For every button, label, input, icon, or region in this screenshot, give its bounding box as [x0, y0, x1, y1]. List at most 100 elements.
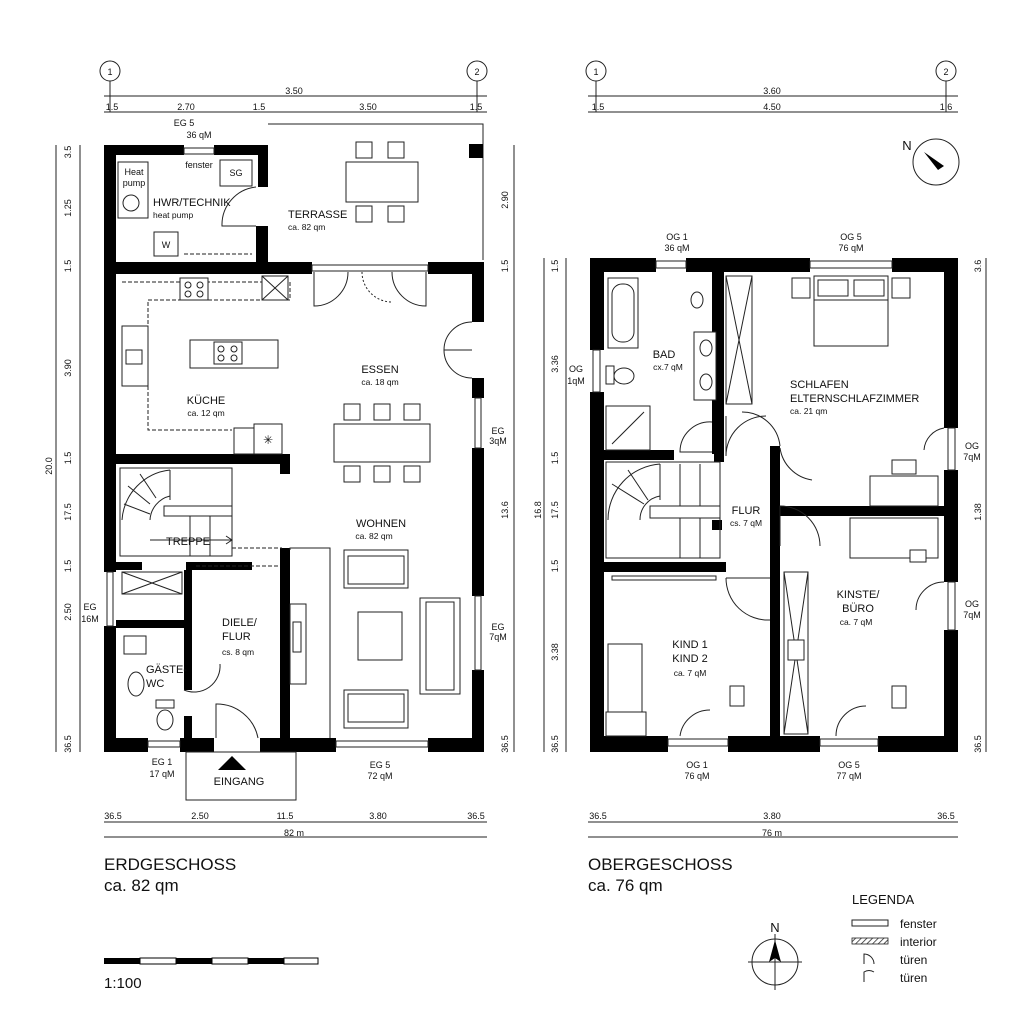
dim-left: 36.5 — [550, 735, 560, 753]
grid-marker-1: 1 — [593, 67, 598, 77]
grid-marker-1: 1 — [107, 67, 112, 77]
dim-top-segment: 1.6 — [940, 102, 953, 112]
dim-left: 2.50 — [63, 603, 73, 621]
window-size: 7qM — [963, 452, 981, 462]
dim-left: 17.5 — [550, 501, 560, 519]
window-code: OG 1 — [686, 760, 708, 770]
window-code: EG 5 — [370, 760, 391, 770]
room-name-essen: ESSEN — [361, 364, 398, 376]
dim-right: 3.6 — [973, 260, 983, 273]
dim-top-overall: 3.60 — [763, 86, 781, 96]
dim-left: 1.5 — [550, 560, 560, 573]
grid-marker-2: 2 — [474, 67, 479, 77]
window-code: EG 1 — [152, 757, 173, 767]
legend-window-icon — [851, 919, 889, 927]
dim-left: 1.5 — [63, 260, 73, 273]
dim-left: 3.5 — [63, 146, 73, 159]
window-size: 36 qM — [664, 243, 689, 253]
dim-top-segment: 4.50 — [763, 102, 781, 112]
legend-item: interior — [900, 935, 937, 949]
room-area-essen: ca. 18 qm — [361, 377, 398, 387]
room-name-kinder: KIND 2 — [672, 653, 707, 665]
dim-bottom-segment: 36.5 — [937, 811, 955, 821]
dim-left: 1.5 — [550, 260, 560, 273]
window-code: OG — [965, 599, 979, 609]
window-size: 72 qM — [367, 771, 392, 781]
dim-bottom-segment: 11.5 — [277, 811, 294, 821]
window-code: OG 5 — [840, 232, 862, 242]
room-name-hwr: HWR/TECHNIK — [153, 197, 231, 209]
window-size: 7qM — [963, 610, 981, 620]
legend-item: türen — [900, 971, 927, 985]
dim-bottom-segment: 2.50 — [191, 811, 209, 821]
room-name-wohnen: WOHNEN — [356, 518, 406, 530]
legend-door-icon — [863, 970, 875, 982]
dim-bottom-segment: 36.5 — [589, 811, 607, 821]
north-label-lower: N — [770, 920, 779, 935]
ground-floor-area: ca. 82 qm — [104, 876, 179, 895]
dim-bottom-segment: 3.80 — [369, 811, 387, 821]
scale-bar — [104, 957, 319, 965]
dim-left: 3.36 — [550, 355, 560, 373]
dim-bottom-overall: 82 m — [284, 828, 304, 838]
scale-label: 1:100 — [104, 975, 142, 992]
dim-right: 36.5 — [973, 735, 983, 753]
room-area-kinder: ca. 7 qM — [674, 668, 707, 678]
room-area-wohnen: ca. 82 qm — [355, 531, 392, 541]
room-name-eingang: EINGANG — [214, 776, 265, 788]
window-size: 16M — [81, 614, 99, 624]
dim-left: 3.90 — [63, 359, 73, 377]
room-name-diele: FLUR — [222, 631, 251, 643]
dim-left: 17.5 — [63, 503, 73, 521]
north-label: N — [902, 138, 911, 153]
dim-left-overall: 20.0 — [44, 457, 54, 475]
upper-floor-area: ca. 76 qm — [588, 876, 663, 895]
dim-right: 13.6 — [500, 501, 510, 519]
room-name-diele: DIELE/ — [222, 617, 258, 629]
upper-floor-title: OBERGESCHOSS — [588, 855, 733, 874]
dim-right: 1.5 — [500, 260, 510, 273]
dim-top-segment: 3.50 — [359, 102, 377, 112]
w-box-label: W — [162, 240, 171, 250]
window-size: 76 qM — [684, 771, 709, 781]
grid-marker-2: 2 — [943, 67, 948, 77]
legend-item: fenster — [900, 917, 937, 931]
room-area-terrasse: ca. 82 qm — [288, 222, 325, 232]
dim-top-segment: 2.70 — [177, 102, 195, 112]
room-area-flur: cs. 7 qM — [730, 518, 762, 528]
ground-floor-plan: 1 2 3.50 1.5 2.70 1.5 3.50 1.5 3.5 1.25 … — [44, 60, 515, 838]
dim-right: 2.90 — [500, 191, 510, 209]
room-name-schlafen: ELTERNSCHLAFZIMMER — [790, 393, 919, 405]
room-name-gaeste: GÄSTE- — [146, 664, 187, 676]
dim-bottom-segment: 3.80 — [763, 811, 781, 821]
window-code: EG — [491, 426, 504, 436]
dim-top-segment: 1.5 — [592, 102, 605, 112]
dim-left: 1.25 — [63, 199, 73, 217]
room-name-gaeste: WC — [146, 678, 164, 690]
window-size: 36 qM — [186, 130, 211, 140]
room-area-schlafen: ca. 21 qm — [790, 406, 827, 416]
window-size: 77 qM — [836, 771, 861, 781]
room-area-bad: cx.7 qM — [653, 362, 683, 372]
dim-left: 1.5 — [63, 560, 73, 573]
appliance-star-icon: ✳ — [263, 433, 273, 447]
window-code: EG — [491, 622, 504, 632]
dim-right: 36.5 — [500, 735, 510, 753]
dim-left: 3.38 — [550, 643, 560, 661]
dim-left: 36.5 — [63, 735, 73, 753]
room-area-diele: cs. 8 qm — [222, 647, 254, 657]
dim-top-segment: 1.5 — [253, 102, 266, 112]
room-name-kueche: KÜCHE — [187, 395, 226, 407]
ground-floor-title: ERDGESCHOSS — [104, 855, 236, 874]
window-size: 7qM — [489, 632, 507, 642]
dim-left: 1.5 — [63, 452, 73, 465]
room-area-kueche: ca. 12 qm — [187, 408, 224, 418]
dim-bottom-segment: 36.5 — [104, 811, 122, 821]
window-code: OG — [569, 364, 583, 374]
window-code: OG 5 — [838, 760, 860, 770]
legend-door-icon — [863, 953, 875, 965]
dim-bottom-segment: 36.5 — [467, 811, 485, 821]
room-area-buero: ca. 7 qM — [840, 617, 873, 627]
room-name-buero: KINSTE/ — [837, 589, 881, 601]
